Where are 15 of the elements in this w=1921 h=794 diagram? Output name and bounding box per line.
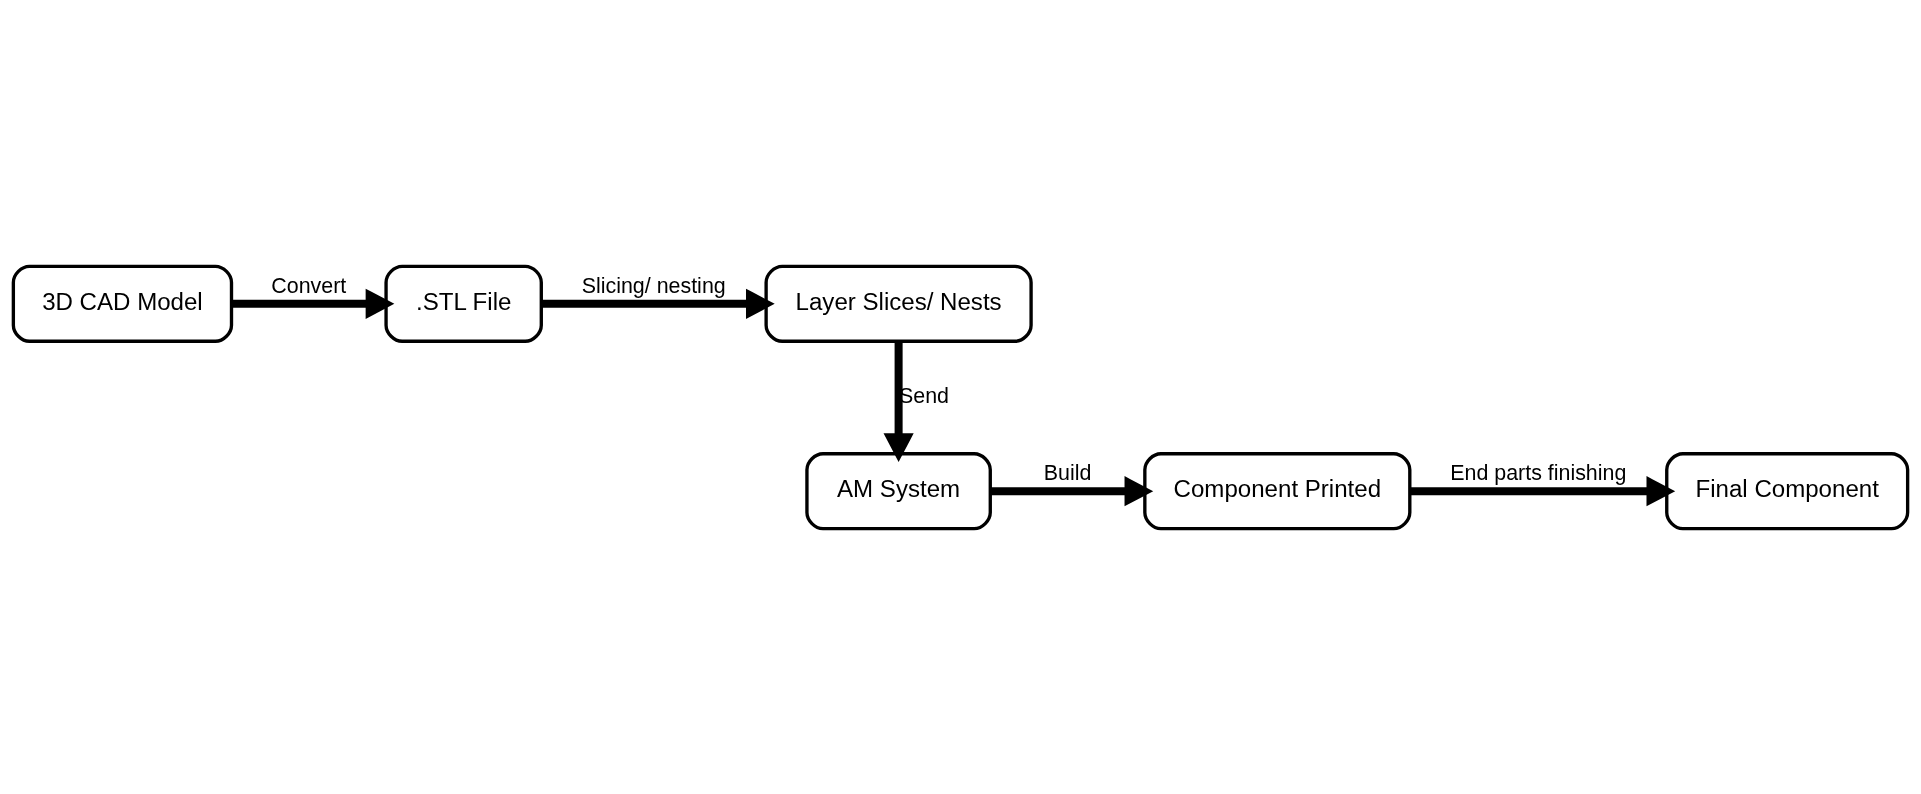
arrow [990, 475, 1154, 506]
arrow [1409, 475, 1676, 506]
node-box: 3D CAD Model [11, 264, 234, 343]
arrow [231, 288, 395, 319]
node-box: AM System [805, 451, 992, 530]
edge-label: Convert [271, 273, 347, 298]
arrow [883, 341, 914, 462]
arrow [541, 288, 775, 319]
edge-label: Build [1043, 460, 1092, 485]
edge-label: Slicing/ nesting [581, 273, 726, 298]
node-box: Component Printed [1143, 451, 1412, 530]
node-box: Final Component [1665, 451, 1910, 530]
node-box: Layer Slices/ Nests [764, 264, 1033, 343]
edge-label: End parts finishing [1450, 460, 1627, 485]
node-box: .STL File [384, 264, 543, 343]
